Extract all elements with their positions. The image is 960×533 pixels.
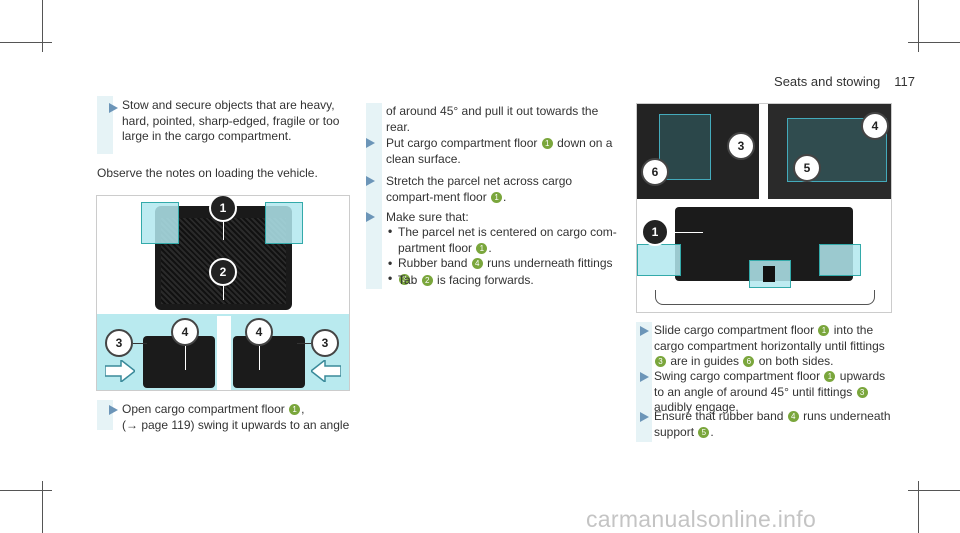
callout-1: 1 [209, 196, 237, 222]
ref-2: 2 [421, 275, 433, 286]
callout-leader [669, 232, 703, 233]
ref-3: 3 [399, 273, 410, 285]
step-swing-floor: Swing cargo compartment floor 1 upwards … [654, 369, 886, 414]
crop-mark [908, 42, 960, 43]
figure-cargo-installation: 3 6 4 5 1 [636, 103, 892, 313]
crop-mark [908, 490, 960, 491]
step-put-floor: Put cargo compartment floor 1 down on a … [386, 136, 613, 166]
callout-6: 6 [641, 158, 669, 186]
bumper [655, 290, 875, 305]
check-tab: Tab 2 is facing forwards. [398, 273, 534, 287]
step-arrow-icon [640, 326, 649, 336]
lower-right-panel [233, 336, 305, 388]
step-arrow-icon [109, 103, 118, 113]
callout-4: 4 [245, 318, 273, 346]
step-arrow-icon [366, 212, 375, 222]
fitting-highlight [265, 202, 303, 244]
step-continued: of around 45° and pull it out towards th… [386, 104, 599, 134]
step-stretch-net: Stretch the parcel net across cargo comp… [386, 174, 573, 204]
callout-leader [223, 286, 224, 300]
inset-divider [759, 104, 768, 199]
fitting-highlight [141, 202, 179, 244]
bullet: • [388, 256, 393, 270]
figure-cargo-net: 1 2 3 4 4 3 [96, 195, 350, 391]
direction-arrow-icon [105, 360, 135, 382]
step-arrow-icon [640, 412, 649, 422]
callout-2: 2 [209, 258, 237, 286]
step-arrow-icon [640, 372, 649, 382]
callout-5: 5 [793, 154, 821, 182]
ref-5: 5 [698, 426, 710, 438]
center-divider [217, 316, 231, 390]
callout-4: 4 [171, 318, 199, 346]
ref-1: 1 [476, 242, 488, 254]
ref-3: 3 [655, 356, 666, 367]
callout-leader [133, 343, 147, 344]
callout-1: 1 [641, 218, 669, 246]
crop-mark [0, 490, 52, 491]
ref-4: 4 [787, 411, 799, 422]
callout-3: 3 [727, 132, 755, 160]
ref-1: 1 [289, 404, 301, 415]
bullet: • [388, 224, 393, 238]
callout-leader [185, 346, 186, 370]
step-bar [636, 322, 652, 442]
ref-6: 6 [743, 356, 755, 367]
ref-1: 1 [824, 371, 836, 382]
callout-4: 4 [861, 112, 889, 140]
crop-mark [42, 0, 43, 52]
ref-4: 4 [471, 258, 483, 269]
callout-leader [297, 343, 311, 344]
warning-item: Stow and secure objects that are heavy, … [122, 98, 340, 143]
callout-leader [259, 346, 260, 370]
latch [763, 266, 775, 282]
fitting-highlight [749, 260, 791, 288]
crop-mark [0, 42, 52, 43]
callout-3: 3 [311, 329, 339, 357]
check-net-centered: The parcel net is centered on cargo com-… [398, 225, 617, 255]
observe-text: Observe the notes on loading the vehicle… [97, 166, 318, 180]
fitting-highlight [637, 244, 681, 276]
crop-mark [918, 0, 919, 52]
bullet: • [388, 271, 393, 285]
callout-3: 3 [105, 329, 133, 357]
crop-mark [918, 481, 919, 533]
ref-1: 1 [541, 138, 553, 149]
ref-3: 3 [856, 386, 868, 398]
ref-1: 1 [491, 191, 503, 203]
page-number: 117 [894, 74, 915, 89]
step-open-floor: Open cargo compartment floor 1, (→ page … [122, 402, 350, 432]
crop-mark [42, 481, 43, 533]
direction-arrow-icon [311, 360, 341, 382]
watermark: carmanualsonline.info [586, 506, 817, 532]
step-make-sure: Make sure that: [386, 210, 469, 224]
page-header: Seats and stowing 117 [774, 74, 915, 89]
step-ensure-band: Ensure that rubber band 4 runs underneat… [654, 409, 891, 439]
section-title: Seats and stowing [774, 74, 881, 89]
step-slide-floor: Slide cargo compartment floor 1 into the… [654, 323, 885, 368]
ref-1: 1 [818, 325, 830, 336]
step-arrow-icon [366, 176, 375, 186]
callout-leader [223, 222, 224, 240]
fitting-highlight [819, 244, 861, 276]
step-bar [366, 103, 382, 289]
check-rubber-band: Rubber band 4 runs underneath fittings 3… [398, 256, 613, 286]
step-arrow-icon [366, 138, 375, 148]
step-arrow-icon [109, 405, 118, 415]
